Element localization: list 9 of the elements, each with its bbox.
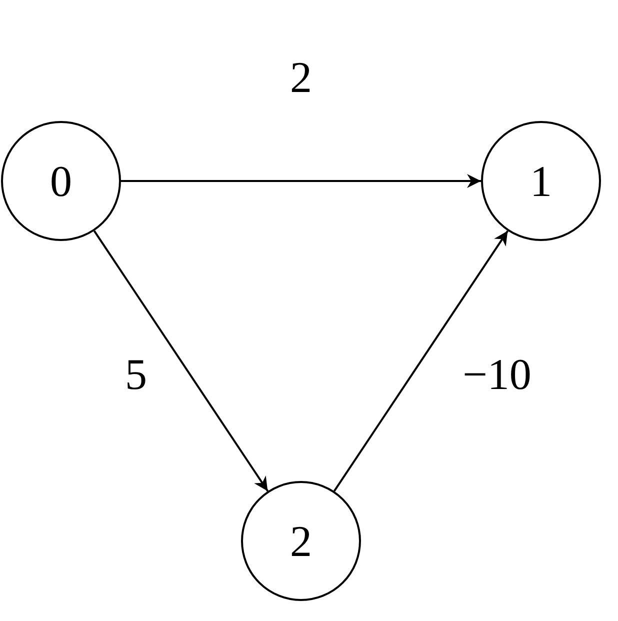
edge-label: −10 xyxy=(462,353,532,397)
edge-label: 2 xyxy=(290,56,312,100)
arrow xyxy=(121,174,481,188)
arrow xyxy=(93,230,269,492)
node-label: 1 xyxy=(530,156,552,206)
node-label: 0 xyxy=(50,156,72,206)
arrow xyxy=(333,230,509,492)
edge-label: 5 xyxy=(125,353,147,397)
node-label: 2 xyxy=(290,516,312,566)
